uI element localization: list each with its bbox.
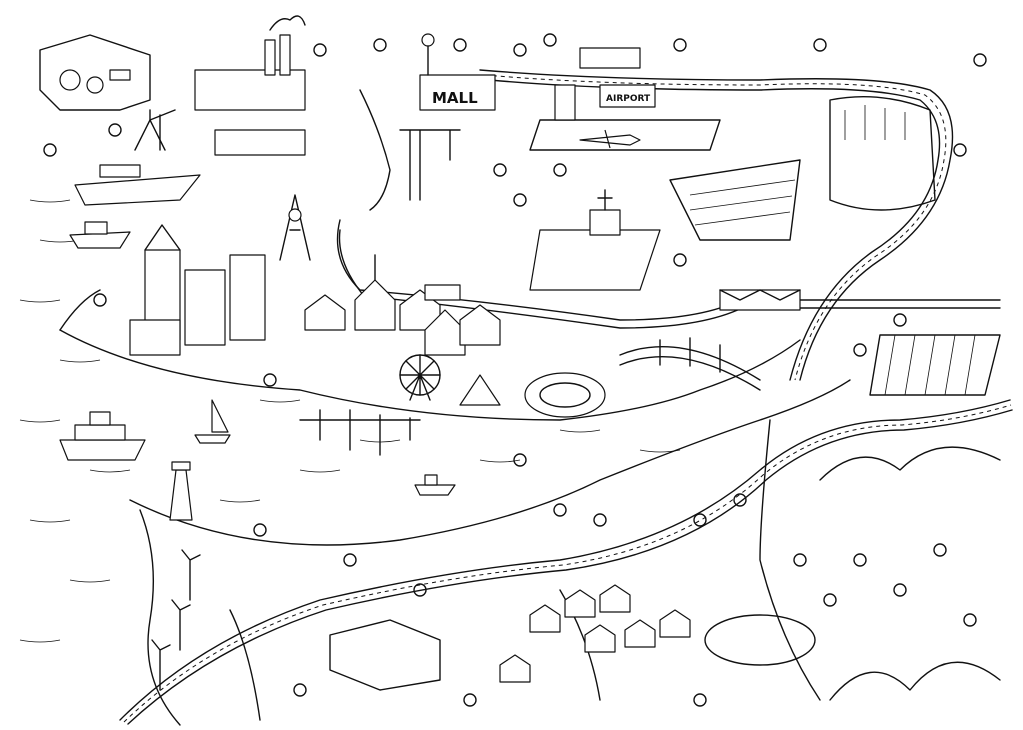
railway-bridge	[719, 289, 801, 311]
port-cranes	[149, 109, 461, 201]
circus-tent	[459, 374, 501, 406]
old-town	[304, 254, 501, 356]
downtown-skyscrapers	[129, 194, 311, 356]
industrial-port	[39, 34, 166, 151]
fishing-boat	[414, 474, 456, 496]
ferris-wheel	[399, 354, 441, 401]
village	[499, 584, 691, 683]
marina	[299, 409, 421, 456]
animal-enclosure	[329, 619, 441, 691]
airport: AIRPORT	[529, 47, 721, 151]
church-with-field	[529, 189, 661, 291]
lighthouse	[169, 461, 193, 521]
mall-sign: MALL	[432, 89, 478, 107]
shopping-mall: MALL	[419, 33, 496, 111]
passenger-ship	[59, 411, 146, 461]
road-bridge	[619, 337, 761, 391]
factory	[194, 15, 306, 156]
roads	[119, 69, 1013, 725]
wind-turbines	[151, 549, 201, 691]
airport-sign: AIRPORT	[606, 94, 651, 104]
river	[59, 329, 851, 546]
cargo-ship	[74, 164, 201, 206]
tug-boat	[69, 221, 131, 249]
stadium	[524, 372, 606, 418]
farm-fields	[669, 159, 1001, 396]
trees	[43, 33, 987, 707]
sailboat	[194, 399, 231, 444]
forest-hills	[704, 446, 1001, 701]
dam	[829, 95, 936, 211]
